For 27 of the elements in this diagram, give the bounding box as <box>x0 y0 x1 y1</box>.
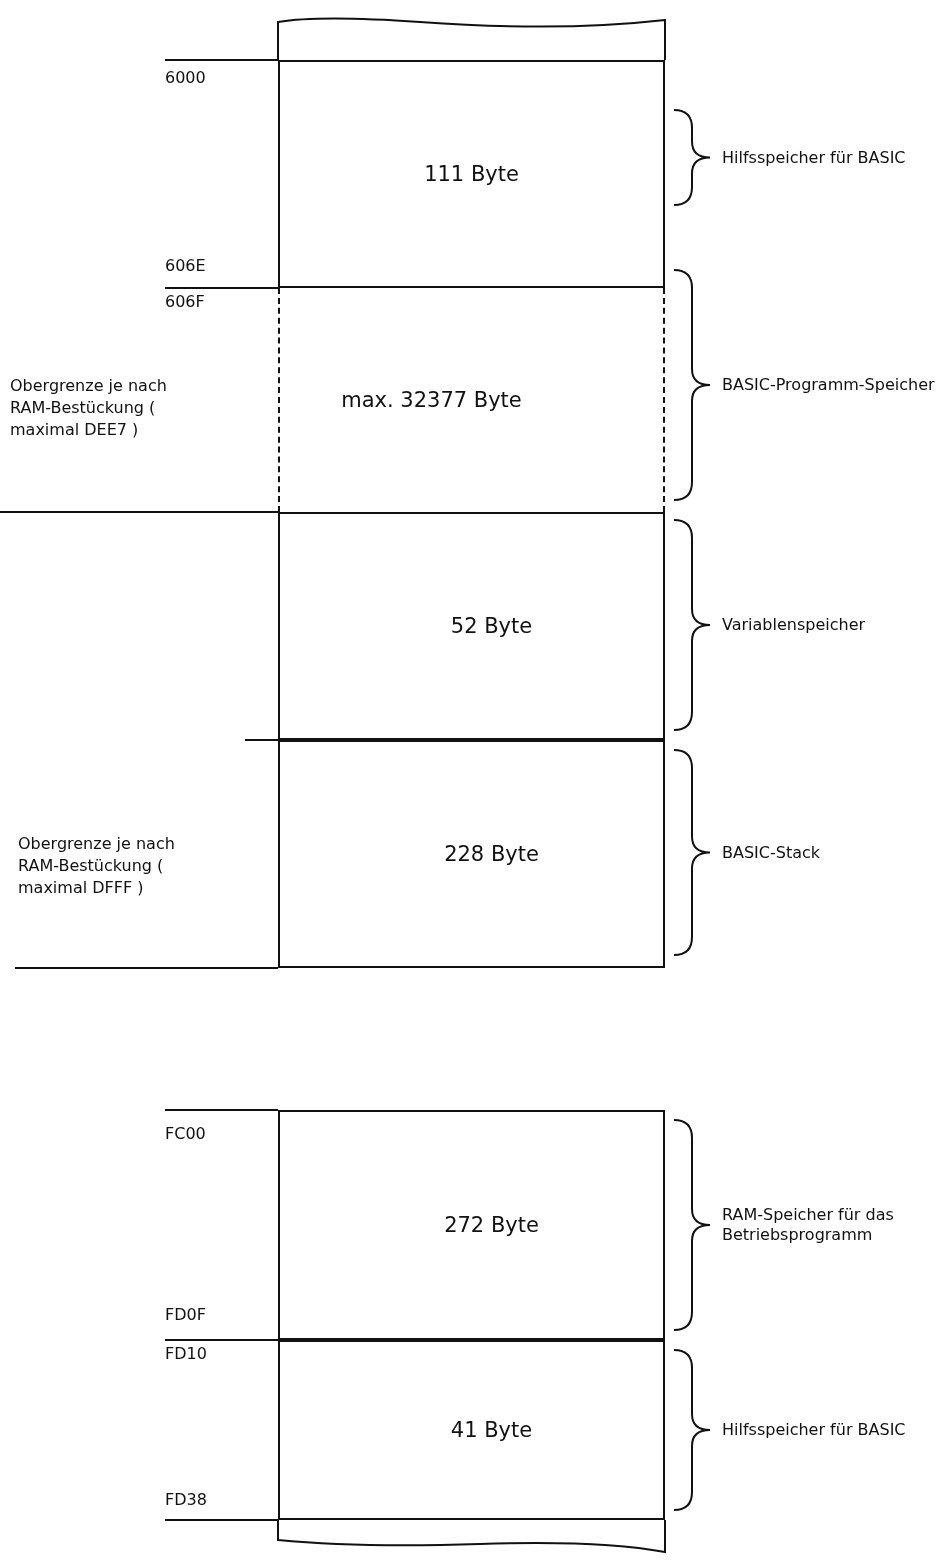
size-label: 111 Byte <box>424 162 519 186</box>
memory-block <box>278 1110 665 1340</box>
size-label: 52 Byte <box>450 614 533 638</box>
region-description: Hilfsspeicher für BASIC <box>722 147 907 168</box>
size-label: max. 32377 Byte <box>341 388 522 412</box>
address-label: FD10 <box>165 1344 207 1364</box>
address-label: FD0F <box>165 1305 206 1325</box>
region-description: Hilfsspeicher für BASIC <box>722 1420 907 1440</box>
note-text: Obergrenze je nach RAM-Bestückung ( maximal DFFF ) <box>18 833 176 899</box>
size-label: 41 Byte <box>450 1418 533 1442</box>
address-label: 6000 <box>165 68 206 88</box>
note-text: Obergrenze je nach RAM-Bestückung ( maximal DEE7 ) <box>10 375 168 441</box>
memory-block <box>278 288 665 512</box>
address-label: 606F <box>165 292 205 312</box>
size-label: 272 Byte <box>444 1213 539 1237</box>
region-description: BASIC-Programm-Speicher <box>722 375 936 395</box>
address-label: FC00 <box>165 1124 206 1144</box>
region-description: RAM-Speicher für das Betriebsprogramm <box>722 1205 895 1245</box>
size-label: 228 Byte <box>444 842 539 866</box>
address-label: 606E <box>165 256 206 276</box>
memory-block <box>278 60 665 288</box>
memory-block <box>278 1340 665 1520</box>
memory-block <box>278 512 665 740</box>
memory-block <box>278 740 665 968</box>
address-label: FD38 <box>165 1490 207 1510</box>
region-description: BASIC-Stack <box>722 842 822 863</box>
region-description: Variablenspeicher <box>722 615 867 635</box>
